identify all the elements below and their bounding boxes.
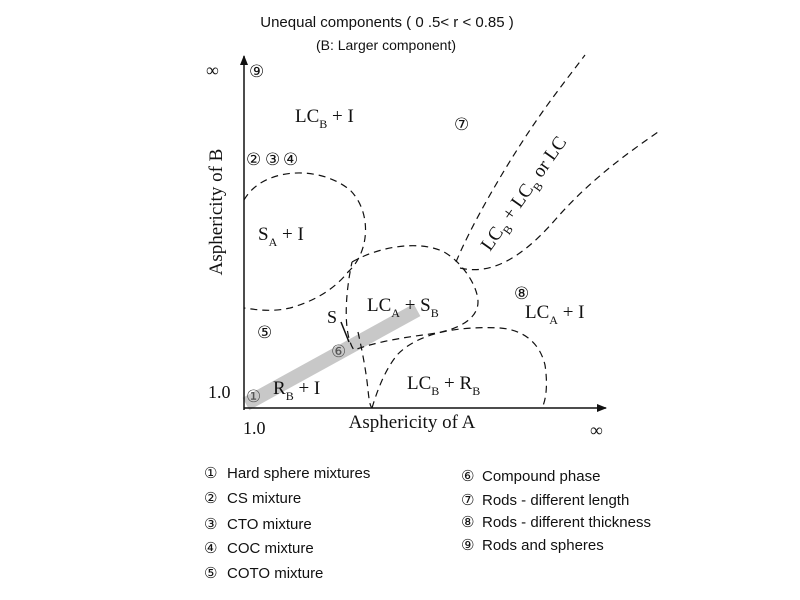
svg-text:①: ① xyxy=(204,465,217,482)
legend-item: ② CS mixture xyxy=(204,490,301,507)
y-axis-label: Asphericity of B xyxy=(206,149,227,276)
compound-tick xyxy=(340,321,350,343)
legend-item: ⑤ COTO mixture xyxy=(204,565,323,582)
boundary-lca-sb xyxy=(345,245,479,351)
marker-8: ⑧ xyxy=(514,284,529,303)
svg-text:⑥: ⑥ xyxy=(461,468,474,485)
svg-text:Rods - different thickness: Rods - different thickness xyxy=(482,514,651,531)
boundary-lcb-rb xyxy=(371,327,548,409)
svg-text:⑧: ⑧ xyxy=(461,514,474,531)
diagram-title: Unequal components ( 0 .5< r < 0.85 ) xyxy=(260,14,513,31)
legend-left: ① Hard sphere mixtures ② CS mixture ③ CT… xyxy=(204,465,370,582)
legend-right: ⑥ Compound phase ⑦ Rods - different leng… xyxy=(461,468,651,554)
svg-text:COTO mixture: COTO mixture xyxy=(227,565,323,582)
region-sa-i: SA + I xyxy=(258,224,304,249)
marker-5: ⑤ xyxy=(257,323,272,342)
hard-sphere-band xyxy=(242,303,421,411)
marker-9: ⑨ xyxy=(249,62,264,81)
svg-text:COC mixture: COC mixture xyxy=(227,540,314,557)
svg-text:Rods - different length: Rods - different length xyxy=(482,492,629,509)
svg-text:③: ③ xyxy=(204,516,217,533)
region-lcb-rb: LCB + RB xyxy=(407,373,480,398)
y-infinity-label: ∞ xyxy=(206,60,219,80)
phase-boundaries xyxy=(243,54,659,409)
region-diagonal-lc: LCB + LCB or LC xyxy=(477,133,575,257)
region-lca-sb: LCA + SB xyxy=(367,295,439,320)
x-infinity-label: ∞ xyxy=(590,420,603,440)
svg-text:⑦: ⑦ xyxy=(461,492,474,509)
svg-text:⑤: ⑤ xyxy=(204,565,217,582)
x-origin-label: 1.0 xyxy=(243,418,266,438)
legend-item: ① Hard sphere mixtures xyxy=(204,465,370,482)
marker-6: ⑥ xyxy=(331,342,346,361)
svg-text:Hard sphere mixtures: Hard sphere mixtures xyxy=(227,465,370,482)
boundary-diagonal-upper xyxy=(455,54,586,263)
svg-text:④: ④ xyxy=(204,540,217,557)
legend-item: ③ CTO mixture xyxy=(204,516,312,533)
region-s: S xyxy=(327,307,337,327)
svg-text:CTO mixture: CTO mixture xyxy=(227,516,312,533)
marker-4: ④ xyxy=(283,150,298,169)
boundary-s-r xyxy=(357,331,373,409)
x-axis-label: Asphericity of A xyxy=(349,412,476,433)
legend-item: ⑥ Compound phase xyxy=(461,468,600,485)
legend-item: ⑨ Rods and spheres xyxy=(461,537,604,554)
marker-7: ⑦ xyxy=(454,115,469,134)
marker-1: ① xyxy=(246,387,261,406)
region-lca-i: LCA + I xyxy=(525,302,585,327)
svg-text:⑨: ⑨ xyxy=(461,537,474,554)
region-lcb-i: LCB + I xyxy=(295,106,354,131)
legend-item: ⑦ Rods - different length xyxy=(461,492,629,509)
diagram-subtitle: (B: Larger component) xyxy=(316,37,456,53)
y-origin-label: 1.0 xyxy=(208,382,231,402)
svg-text:Rods and spheres: Rods and spheres xyxy=(482,537,604,554)
boundary-diagonal-lower xyxy=(459,131,659,271)
marker-3: ③ xyxy=(265,150,280,169)
region-rb-i: RB + I xyxy=(273,378,320,403)
marker-2: ② xyxy=(246,150,261,169)
svg-text:CS mixture: CS mixture xyxy=(227,490,301,507)
legend-item: ④ COC mixture xyxy=(204,540,314,557)
legend-item: ⑧ Rods - different thickness xyxy=(461,514,651,531)
svg-text:Compound phase: Compound phase xyxy=(482,468,600,485)
svg-text:②: ② xyxy=(204,490,217,507)
